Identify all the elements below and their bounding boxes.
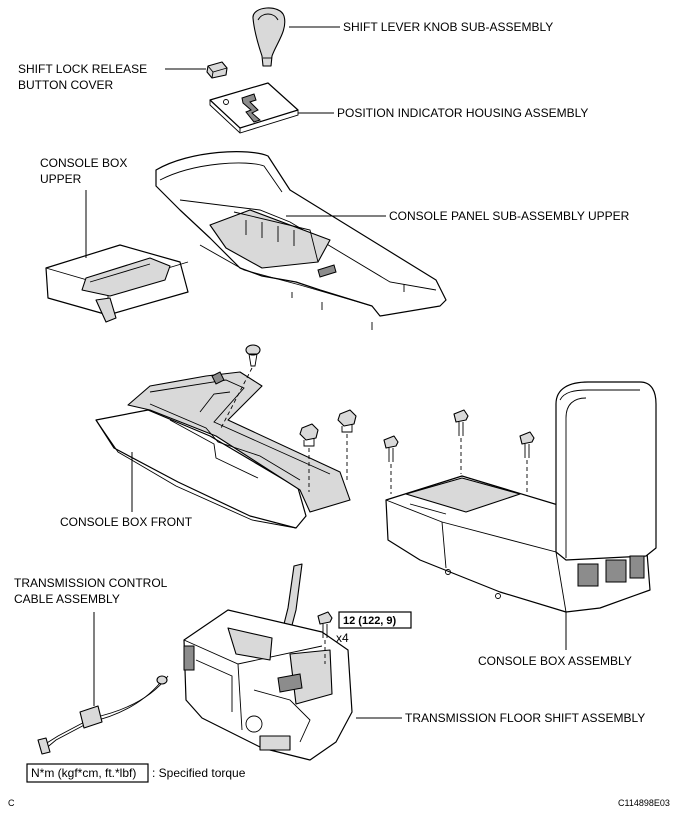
console-box-assembly-part [385, 381, 657, 613]
trans-cable-label-line1: TRANSMISSION CONTROL [14, 576, 168, 590]
screw-dashed-line [219, 367, 253, 431]
torque-value: 12 (122, 9) [343, 615, 397, 627]
corner-right-code: C114898E03 [618, 798, 670, 808]
shift-lock-label-line2: BUTTON COVER [18, 78, 113, 92]
shift-lock-label-line1: SHIFT LOCK RELEASE [18, 62, 147, 76]
bolt-icon [453, 409, 469, 436]
console-upper-label-line1: CONSOLE BOX [40, 156, 127, 170]
shift-lever-knob-label: SHIFT LEVER KNOB SUB-ASSEMBLY [343, 20, 553, 34]
position-indicator-housing-part [209, 82, 299, 134]
console-box-upper-part [45, 244, 189, 323]
legend-box-text: N*m (kgf*cm, ft.*lbf) [31, 766, 136, 780]
legend-box [26, 763, 149, 783]
legend-description: : Specified torque [152, 766, 246, 780]
console-box-front-part [95, 371, 351, 529]
shift-lever-knob-part [252, 7, 286, 67]
console-box-front-label: CONSOLE BOX FRONT [60, 515, 193, 529]
corner-left-code: C [8, 798, 15, 808]
transmission-floor-shift-part [183, 563, 353, 761]
clip-icon [299, 423, 319, 447]
console-panel-upper-label: CONSOLE PANEL SUB-ASSEMBLY UPPER [389, 209, 630, 223]
screw-icon [245, 344, 261, 367]
bolt-icon [317, 611, 333, 638]
position-indicator-label: POSITION INDICATOR HOUSING ASSEMBLY [337, 106, 588, 120]
torque-box [338, 611, 412, 629]
console-upper-label-line2: UPPER [40, 172, 82, 186]
bolt-icon [383, 435, 399, 462]
trans-cable-label-line2: CABLE ASSEMBLY [14, 592, 120, 606]
clip-icon [337, 409, 357, 433]
trans-floor-shift-label: TRANSMISSION FLOOR SHIFT ASSEMBLY [405, 711, 645, 725]
shift-lock-button-cover-part [206, 61, 228, 79]
console-box-assembly-label: CONSOLE BOX ASSEMBLY [478, 654, 632, 668]
bolt-icon [519, 431, 535, 458]
console-panel-upper-part [155, 151, 447, 330]
bolt-count: x4 [336, 631, 349, 645]
transmission-cable-part [37, 675, 169, 755]
